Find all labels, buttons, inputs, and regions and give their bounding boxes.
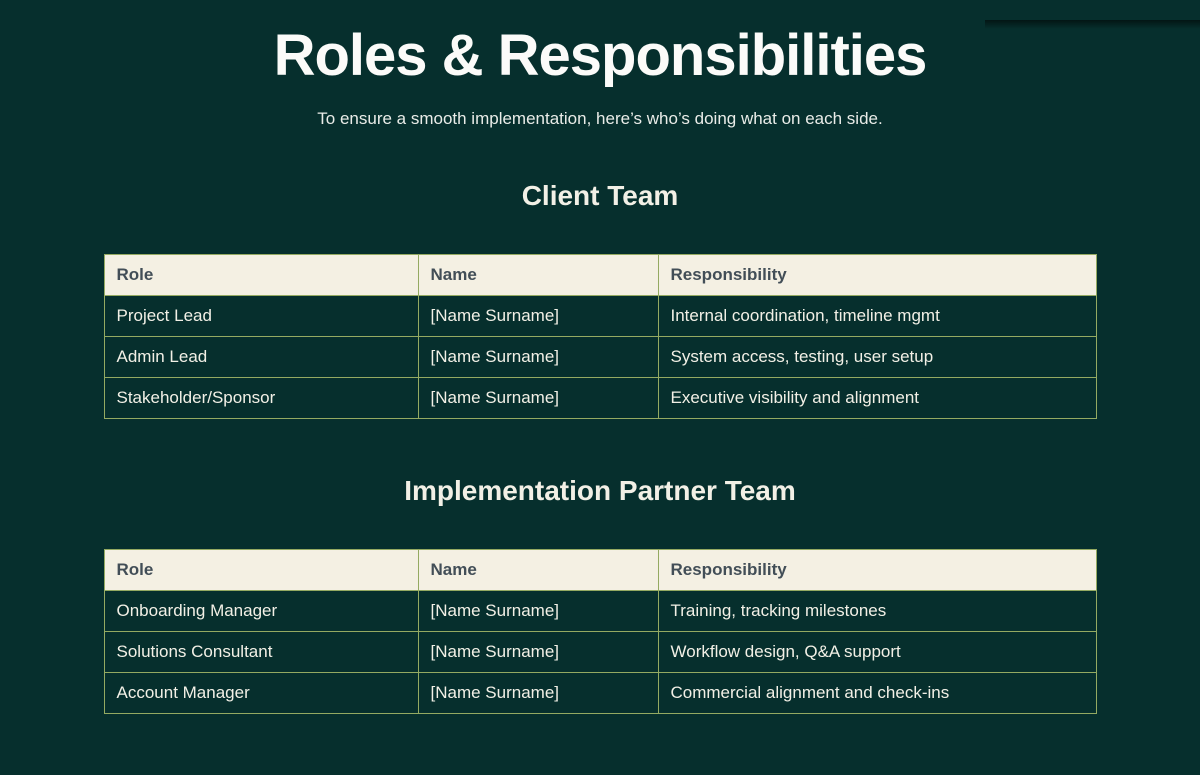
name-cell: [Name Surname] — [417, 377, 659, 420]
implementation-partner-team-table: Role Name Responsibility Onboarding Mana… — [103, 549, 1097, 715]
page-subtitle: To ensure a smooth implementation, here’… — [317, 108, 883, 128]
implementation-partner-team-section: Implementation Partner Team Role Name Re… — [0, 475, 1200, 715]
client-team-heading: Client Team — [521, 180, 679, 212]
column-header-role: Role — [103, 254, 419, 297]
responsibility-cell: Executive visibility and alignment — [657, 377, 1097, 420]
role-cell: Project Lead — [103, 295, 419, 338]
table-row: Onboarding Manager [Name Surname] Traini… — [103, 590, 1097, 633]
table-row: Account Manager [Name Surname] Commercia… — [103, 672, 1097, 715]
name-cell: [Name Surname] — [417, 295, 659, 338]
page-title: Roles & Responsibilities — [273, 23, 928, 88]
table-header-row: Role Name Responsibility — [103, 549, 1097, 592]
table-header-row: Role Name Responsibility — [103, 254, 1097, 297]
name-cell: [Name Surname] — [417, 590, 659, 633]
client-team-section: Client Team Role Name Responsibility Pro… — [0, 180, 1200, 420]
column-header-role: Role — [103, 549, 419, 592]
name-cell: [Name Surname] — [417, 672, 659, 715]
role-cell: Solutions Consultant — [103, 631, 419, 674]
role-cell: Account Manager — [103, 672, 419, 715]
table-row: Admin Lead [Name Surname] System access,… — [103, 336, 1097, 379]
column-header-responsibility: Responsibility — [657, 549, 1097, 592]
column-header-name: Name — [417, 254, 659, 297]
name-cell: [Name Surname] — [417, 336, 659, 379]
role-cell: Stakeholder/Sponsor — [103, 377, 419, 420]
role-cell: Admin Lead — [103, 336, 419, 379]
responsibility-cell: Internal coordination, timeline mgmt — [657, 295, 1097, 338]
implementation-partner-team-heading: Implementation Partner Team — [404, 475, 796, 507]
client-team-table: Role Name Responsibility Project Lead [N… — [103, 254, 1097, 420]
role-cell: Onboarding Manager — [103, 590, 419, 633]
table-row: Project Lead [Name Surname] Internal coo… — [103, 295, 1097, 338]
column-header-name: Name — [417, 549, 659, 592]
column-header-responsibility: Responsibility — [657, 254, 1097, 297]
responsibility-cell: Training, tracking milestones — [657, 590, 1097, 633]
responsibility-cell: Commercial alignment and check-ins — [657, 672, 1097, 715]
name-cell: [Name Surname] — [417, 631, 659, 674]
responsibility-cell: Workflow design, Q&A support — [657, 631, 1097, 674]
table-row: Stakeholder/Sponsor [Name Surname] Execu… — [103, 377, 1097, 420]
responsibility-cell: System access, testing, user setup — [657, 336, 1097, 379]
table-row: Solutions Consultant [Name Surname] Work… — [103, 631, 1097, 674]
